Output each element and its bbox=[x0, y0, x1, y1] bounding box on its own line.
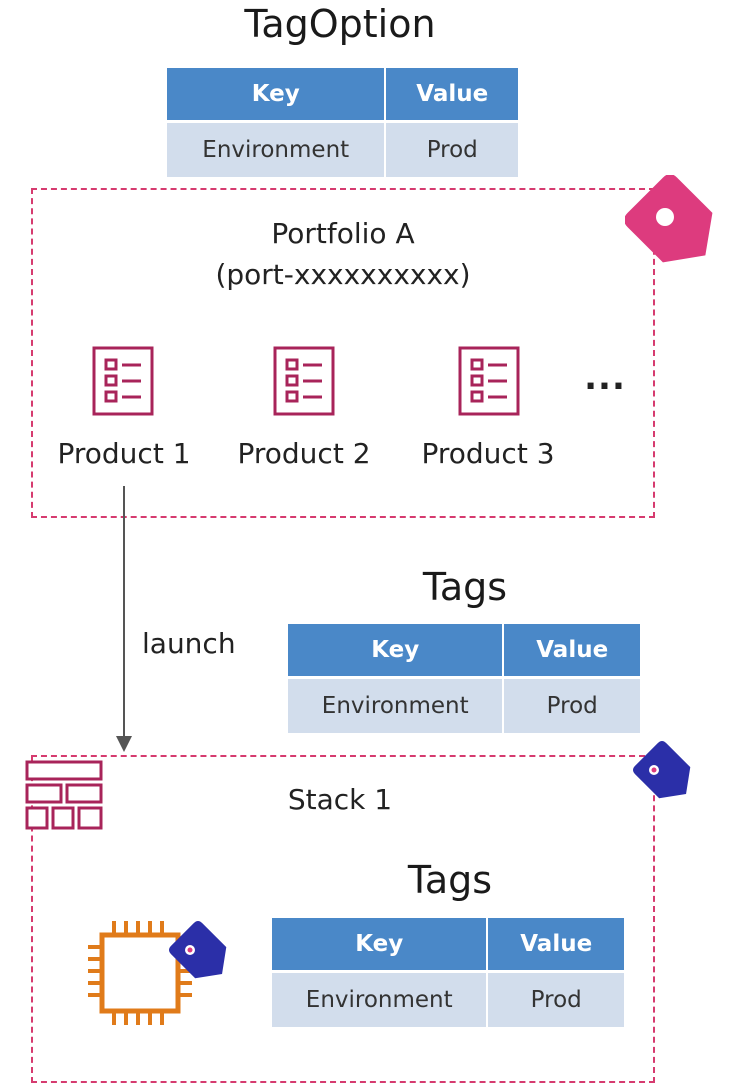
resource-tags-key-header: Key bbox=[272, 918, 487, 973]
tag-icon bbox=[625, 175, 713, 263]
tagoption-value-header: Value bbox=[386, 68, 518, 123]
tagoption-value-cell: Prod bbox=[386, 123, 518, 177]
portfolio-id: (port-xxxxxxxxxx) bbox=[215, 258, 471, 291]
product-1-label: Product 1 bbox=[57, 437, 191, 470]
stack-tags-title: Tags bbox=[422, 565, 508, 609]
launch-label: launch bbox=[142, 627, 236, 660]
ellipsis: ... bbox=[584, 358, 626, 398]
product-3-label: Product 3 bbox=[421, 437, 555, 470]
tag-icon bbox=[169, 921, 227, 979]
stack-name: Stack 1 bbox=[287, 783, 393, 816]
portfolio-name: Portfolio A bbox=[271, 217, 415, 250]
portfolio-box bbox=[31, 188, 655, 518]
stack-tags-key-cell: Environment bbox=[288, 679, 503, 733]
launch-arrow bbox=[116, 486, 132, 752]
stack-tags-value-header: Value bbox=[504, 624, 640, 679]
tagoption-key-header: Key bbox=[167, 68, 385, 123]
product-list-icon bbox=[273, 346, 335, 416]
product-list-icon bbox=[92, 346, 154, 416]
product-list-icon bbox=[458, 346, 520, 416]
tagoption-title: TagOption bbox=[244, 2, 436, 46]
resource-tags-value-header: Value bbox=[488, 918, 624, 973]
resource-tags-title: Tags bbox=[407, 858, 493, 902]
tagoption-key-cell: Environment bbox=[167, 123, 385, 177]
stack-tags-value-cell: Prod bbox=[504, 679, 640, 733]
resource-tags-table: Key Value Environment Prod bbox=[270, 918, 626, 1027]
stack-icon bbox=[25, 760, 103, 830]
tag-icon bbox=[633, 741, 691, 799]
stack-tags-key-header: Key bbox=[288, 624, 503, 679]
tagoption-table: Key Value Environment Prod bbox=[165, 68, 520, 177]
resource-tags-value-cell: Prod bbox=[488, 973, 624, 1027]
resource-tags-key-cell: Environment bbox=[272, 973, 487, 1027]
stack-box bbox=[31, 755, 655, 1083]
stack-tags-table: Key Value Environment Prod bbox=[286, 624, 642, 733]
product-2-label: Product 2 bbox=[237, 437, 371, 470]
